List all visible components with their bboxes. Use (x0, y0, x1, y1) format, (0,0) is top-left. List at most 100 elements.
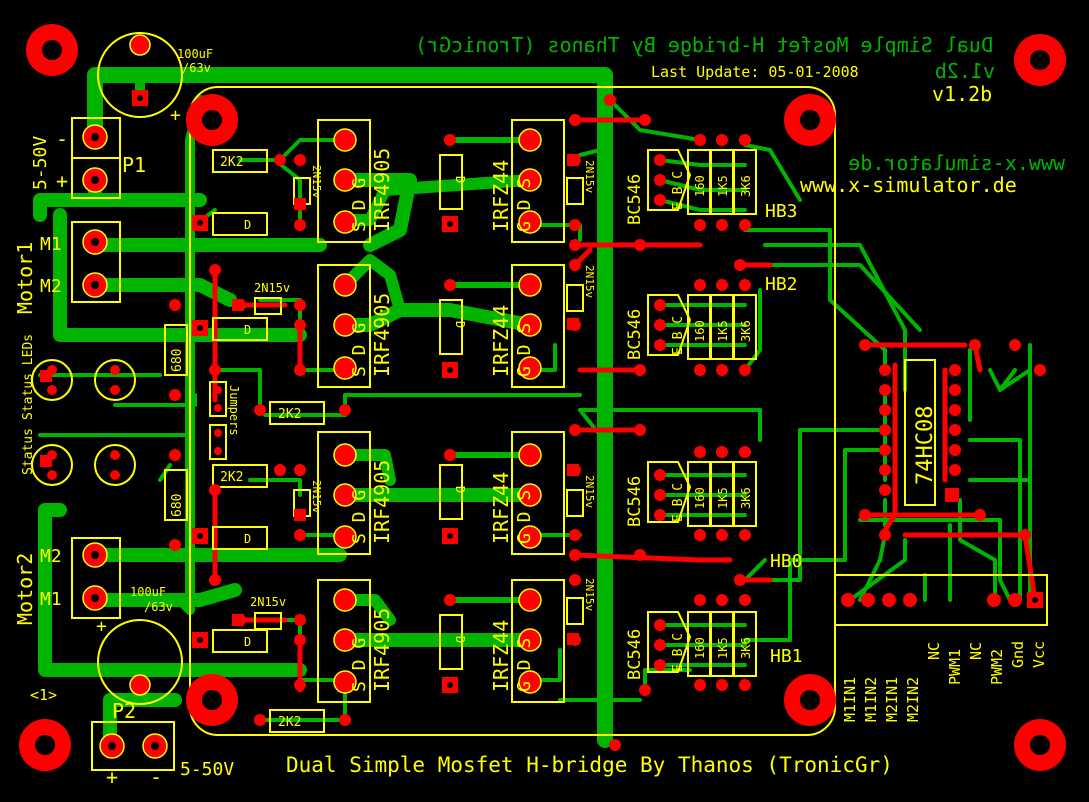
header-pin-label: M1IN1 (841, 677, 859, 722)
connector-p2: P2 (112, 699, 136, 723)
nmos-label: IRFZ44 (489, 620, 513, 692)
header-pin-label: NC (967, 642, 985, 660)
diode-label: D (453, 176, 467, 183)
footer-title: Dual Simple Mosfet H-bridge By Thanos (T… (286, 753, 893, 777)
r160: 160 (693, 320, 707, 342)
zener-label: 2N15v (254, 281, 290, 295)
diode-label: D (244, 532, 251, 546)
resistor-680-a: 680 (170, 349, 185, 372)
status-label: Status (21, 428, 36, 475)
diode-label: D (453, 321, 467, 328)
p1-plus: + (56, 169, 68, 193)
motor1-label: Motor1 (13, 242, 37, 314)
zener-label: 2N15v (310, 480, 323, 513)
motor1-m1: M1 (40, 234, 62, 255)
silkscreen-text: Last Update: 05-01-2008 v1.2b www.x-simu… (13, 47, 1048, 789)
header-pin-label: NC (925, 642, 943, 660)
header-pin-label: M2IN2 (904, 677, 922, 722)
version-mirrored: v1.2b (935, 59, 995, 83)
r3k6: 3K6 (739, 637, 753, 659)
bjt-pins: E B C (671, 483, 686, 522)
bjt-pins: E B C (671, 316, 686, 355)
hb2-label: HB2 (765, 274, 798, 295)
zener-label: 2N15v (583, 265, 596, 298)
r1k5: 1K5 (716, 175, 730, 197)
r1k5: 1K5 (716, 320, 730, 342)
pmos-pins: S D G (349, 490, 370, 544)
zener-label: 2N15v (310, 165, 323, 198)
p1-minus: - (56, 127, 68, 151)
bottom-side-text: Dual Simple Mosfet H-bridge By Thanos (T… (415, 33, 1065, 175)
last-update: Last Update: 05-01-2008 (651, 63, 859, 81)
pmos-label: IRF4905 (370, 608, 394, 692)
connector-pads (82, 34, 542, 759)
r2k2-3: 2K2 (220, 470, 243, 485)
pmos-pins: S D G (349, 638, 370, 692)
nmos-pins: G D S (514, 490, 535, 544)
r160: 160 (693, 487, 707, 509)
pmos-pins: S D G (349, 323, 370, 377)
nmos-pins: G D S (514, 638, 535, 692)
motor2-label: Motor2 (13, 553, 37, 625)
status-leds-label: Status LEDs (21, 334, 36, 420)
bjt-label: BC546 (625, 309, 645, 360)
r1k5: 1K5 (716, 487, 730, 509)
header-pin-label: PWM2 (988, 649, 1006, 685)
connector-p1: P1 (122, 153, 146, 177)
pmos-pins: S D G (349, 178, 370, 232)
header-pin-label: PWM1 (946, 649, 964, 685)
cap-top-rating: /63v (182, 61, 211, 75)
silkscreen (31, 32, 1048, 771)
bjt-label: BC546 (625, 174, 645, 225)
r2k2-1: 2K2 (220, 155, 243, 170)
r3k6: 3K6 (739, 175, 753, 197)
pmos-label: IRF4905 (370, 148, 394, 232)
zener-label: 2N15v (583, 160, 596, 193)
p2-minus: - (150, 765, 162, 789)
diode-label: D (453, 636, 467, 643)
r2k2-4: 2K2 (278, 715, 301, 730)
nmos-label: IRFZ44 (489, 160, 513, 232)
cap-bottom-rating: /63v (144, 600, 173, 614)
resistor-680-b: 680 (170, 494, 185, 517)
version: v1.2b (932, 82, 992, 106)
nmos-label: IRFZ44 (489, 305, 513, 377)
diode-label: D (244, 635, 251, 649)
top-copper-traces (212, 117, 1038, 693)
hb3-label: HB3 (765, 201, 798, 222)
website-mirrored: www.x-simulator.de (848, 151, 1065, 175)
jumpers-label: Jumpers (227, 385, 241, 436)
motor2-m1: M1 (40, 589, 62, 610)
bjt-label: BC546 (625, 476, 645, 527)
cap-bottom-value: 100uF (130, 585, 166, 599)
voltage-bottom: 5-50V (180, 759, 234, 780)
r2k2-2: 2K2 (278, 407, 301, 422)
bjt-pins: E B C (671, 171, 686, 210)
diode-label: D (244, 218, 251, 232)
p2-plus: + (106, 765, 118, 789)
cap-bottom-plus: + (96, 616, 107, 637)
header-pin-label: Gnd (1009, 641, 1027, 668)
header-pin-label: Vcc (1030, 641, 1048, 668)
motor1-m2: M2 (40, 276, 62, 297)
pmos-label: IRF4905 (370, 460, 394, 544)
zener-label: 2N15v (250, 595, 286, 609)
ic-label: 74HC08 (913, 406, 938, 485)
hb0-label: HB0 (770, 551, 803, 572)
voltage-top: 5-50V (30, 136, 51, 190)
zener-label: 2N15v (583, 475, 596, 508)
bjt-label: BC546 (625, 629, 645, 680)
r160: 160 (693, 175, 707, 197)
hb1-label: HB1 (770, 646, 803, 667)
pads (19, 24, 1066, 771)
diode-label: D (244, 323, 251, 337)
title-mirrored: Dual Simple Mosfet H-bridge By Thanos (T… (415, 33, 993, 57)
pmos-label: IRF4905 (370, 293, 394, 377)
r1k5: 1K5 (716, 637, 730, 659)
r3k6: 3K6 (739, 320, 753, 342)
header-pin-label: M1IN2 (862, 677, 880, 722)
pcb-arrow: <1> (30, 686, 57, 704)
r3k6: 3K6 (739, 487, 753, 509)
motor2-m2: M2 (40, 546, 62, 567)
